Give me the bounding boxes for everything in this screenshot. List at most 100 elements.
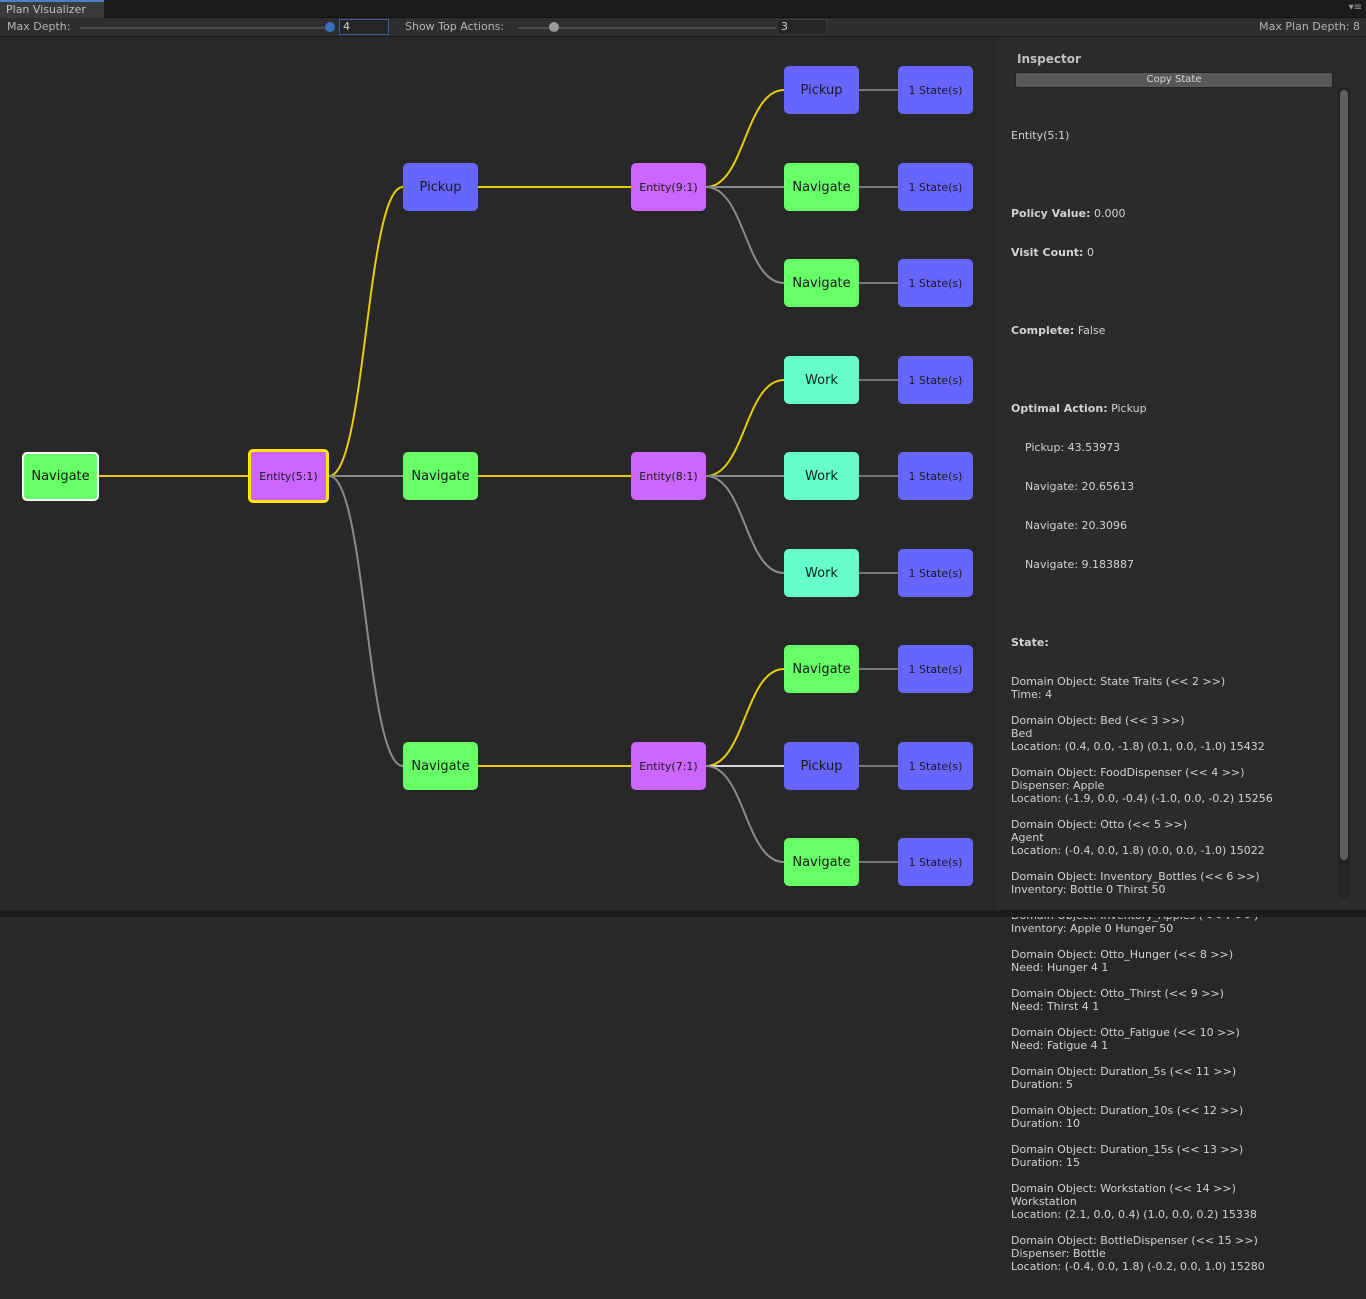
domain-object-header: Domain Object: Duration_5s (<< 11 >>) bbox=[1011, 1065, 1237, 1078]
complete-row: Complete: False bbox=[1011, 324, 1336, 337]
top-actions-slider-handle[interactable] bbox=[549, 22, 559, 32]
node-state-count[interactable]: 1 State(s) bbox=[898, 259, 973, 307]
domain-object-detail: Location: (-0.4, 0.0, 1.8) (0.0, 0.0, -1… bbox=[1011, 844, 1265, 857]
domain-object-header: Domain Object: BottleDispenser (<< 15 >>… bbox=[1011, 1234, 1258, 1247]
visit-count-row: Visit Count: 0 bbox=[1011, 246, 1336, 259]
node-action-l2[interactable]: Work bbox=[784, 356, 859, 404]
max-depth-slider[interactable] bbox=[80, 27, 332, 29]
domain-object-detail: Bed bbox=[1011, 727, 1033, 740]
inspector-scrollbar[interactable] bbox=[1338, 88, 1350, 898]
node-action-l2[interactable]: Navigate bbox=[784, 838, 859, 886]
inspector-scrollbar-thumb[interactable] bbox=[1340, 90, 1348, 860]
complete-value: False bbox=[1074, 324, 1106, 337]
domain-object-header: Domain Object: Duration_10s (<< 12 >>) bbox=[1011, 1104, 1244, 1117]
domain-object-detail: Need: Thirst 4 1 bbox=[1011, 1000, 1100, 1013]
policy-value: 0.000 bbox=[1090, 207, 1126, 220]
node-state-count[interactable]: 1 State(s) bbox=[898, 838, 973, 886]
copy-state-button[interactable]: Copy State bbox=[1015, 72, 1333, 88]
visit-count: 0 bbox=[1083, 246, 1094, 259]
domain-object-detail: Need: Hunger 4 1 bbox=[1011, 961, 1109, 974]
node-action-l2[interactable]: Navigate bbox=[784, 163, 859, 211]
domain-object-detail: Duration: 15 bbox=[1011, 1156, 1080, 1169]
domain-object-detail: Inventory: Bottle 0 Thirst 50 bbox=[1011, 883, 1166, 896]
top-actions-label: Show Top Actions: bbox=[405, 20, 505, 33]
inspector-details: Entity(5:1) Policy Value: 0.000 Visit Co… bbox=[1011, 103, 1336, 1299]
node-entity[interactable]: Entity(8:1) bbox=[631, 452, 706, 500]
optimal-action-value: Pickup bbox=[1107, 402, 1147, 415]
domain-object-detail: Workstation bbox=[1011, 1195, 1077, 1208]
edge-l2 bbox=[705, 475, 785, 574]
node-state-count[interactable]: 1 State(s) bbox=[898, 645, 973, 693]
inspector-title: Inspector bbox=[1017, 52, 1081, 66]
edge-l2 bbox=[705, 186, 785, 284]
node-action-l2[interactable]: Work bbox=[784, 549, 859, 597]
policy-value-label: Policy Value: bbox=[1011, 207, 1091, 220]
domain-object-header: Domain Object: Bed (<< 3 >>) bbox=[1011, 714, 1185, 727]
optimal-action-row: Optimal Action: Pickup bbox=[1011, 402, 1336, 415]
node-action-l2[interactable]: Navigate bbox=[784, 645, 859, 693]
node-state-count[interactable]: 1 State(s) bbox=[898, 66, 973, 114]
node-action-l2[interactable]: Pickup bbox=[784, 66, 859, 114]
domain-object-header: Domain Object: Workstation (<< 14 >>) bbox=[1011, 1182, 1236, 1195]
visit-count-label: Visit Count: bbox=[1011, 246, 1084, 259]
node-action-l1[interactable]: Pickup bbox=[403, 163, 478, 211]
node-action-l2[interactable]: Pickup bbox=[784, 742, 859, 790]
tab-plan-visualizer[interactable]: Plan Visualizer bbox=[0, 0, 104, 18]
action-value-line: Navigate: 9.183887 bbox=[1011, 558, 1135, 571]
status-bar bbox=[0, 910, 1366, 917]
node-root-navigate[interactable]: Navigate bbox=[22, 452, 99, 501]
state-label: State: bbox=[1011, 636, 1049, 649]
node-action-l1[interactable]: Navigate bbox=[403, 452, 478, 500]
domain-object-detail: Agent bbox=[1011, 831, 1044, 844]
node-action-l2[interactable]: Navigate bbox=[784, 259, 859, 307]
edge-l2 bbox=[705, 379, 785, 477]
edge-l2 bbox=[705, 765, 785, 863]
node-state-count[interactable]: 1 State(s) bbox=[898, 356, 973, 404]
action-value-line: Navigate: 20.65613 bbox=[1011, 480, 1135, 493]
domain-object-header: Domain Object: Otto_Thirst (<< 9 >>) bbox=[1011, 987, 1224, 1000]
node-entity[interactable]: Entity(7:1) bbox=[631, 742, 706, 790]
node-action-l1[interactable]: Navigate bbox=[403, 742, 478, 790]
top-actions-slider[interactable] bbox=[518, 27, 776, 29]
complete-label: Complete: bbox=[1011, 324, 1075, 337]
node-action-l2[interactable]: Work bbox=[784, 452, 859, 500]
domain-object-header: Domain Object: Otto (<< 5 >>) bbox=[1011, 818, 1188, 831]
max-depth-input[interactable]: 4 bbox=[339, 19, 389, 35]
edge-l2 bbox=[705, 89, 785, 188]
domain-object-detail: Location: (-0.4, 0.0, 1.8) (-0.2, 0.0, 1… bbox=[1011, 1260, 1265, 1273]
node-state-count[interactable]: 1 State(s) bbox=[898, 742, 973, 790]
action-value-line: Pickup: 43.53973 bbox=[1011, 441, 1121, 454]
graph-edges bbox=[98, 89, 899, 863]
domain-object-detail: Location: (0.4, 0.0, -1.8) (0.1, 0.0, -1… bbox=[1011, 740, 1265, 753]
domain-object-detail: Need: Fatigue 4 1 bbox=[1011, 1039, 1109, 1052]
domain-object-header: Domain Object: Inventory_Bottles (<< 6 >… bbox=[1011, 870, 1260, 883]
edge-l1 bbox=[328, 186, 404, 477]
max-plan-depth-readout: Max Plan Depth: 8 bbox=[1259, 20, 1360, 33]
policy-value-row: Policy Value: 0.000 bbox=[1011, 207, 1336, 220]
domain-object-detail: Inventory: Apple 0 Hunger 50 bbox=[1011, 922, 1174, 935]
domain-object-header: Domain Object: Otto_Hunger (<< 8 >>) bbox=[1011, 948, 1234, 961]
domain-object-header: Domain Object: FoodDispenser (<< 4 >>) bbox=[1011, 766, 1245, 779]
max-depth-label: Max Depth: bbox=[7, 20, 71, 33]
node-entity-selected[interactable]: Entity(5:1) bbox=[248, 449, 329, 503]
action-value-line: Navigate: 20.3096 bbox=[1011, 519, 1128, 532]
node-state-count[interactable]: 1 State(s) bbox=[898, 163, 973, 211]
domain-object-detail: Duration: 10 bbox=[1011, 1117, 1080, 1130]
tab-bar: Plan Visualizer ▾≡ bbox=[0, 0, 1366, 18]
domain-object-detail: Dispenser: Bottle bbox=[1011, 1247, 1106, 1260]
domain-object-detail: Location: (-1.9, 0.0, -0.4) (-1.0, 0.0, … bbox=[1011, 792, 1273, 805]
domain-object-header: Domain Object: Otto_Fatigue (<< 10 >>) bbox=[1011, 1026, 1240, 1039]
domain-object-header: Domain Object: Duration_15s (<< 13 >>) bbox=[1011, 1143, 1244, 1156]
domain-object-detail: Location: (2.1, 0.0, 0.4) (1.0, 0.0, 0.2… bbox=[1011, 1208, 1257, 1221]
edge-l2 bbox=[705, 668, 785, 767]
inspector-entity: Entity(5:1) bbox=[1011, 129, 1070, 142]
node-state-count[interactable]: 1 State(s) bbox=[898, 452, 973, 500]
domain-object-detail: Duration: 5 bbox=[1011, 1078, 1073, 1091]
node-state-count[interactable]: 1 State(s) bbox=[898, 549, 973, 597]
top-actions-input[interactable]: 3 bbox=[777, 19, 827, 35]
node-entity[interactable]: Entity(9:1) bbox=[631, 163, 706, 211]
window-menu-icon[interactable]: ▾≡ bbox=[1348, 2, 1362, 13]
domain-object-header: Domain Object: State Traits (<< 2 >>) bbox=[1011, 675, 1226, 688]
max-depth-slider-handle[interactable] bbox=[325, 22, 335, 32]
